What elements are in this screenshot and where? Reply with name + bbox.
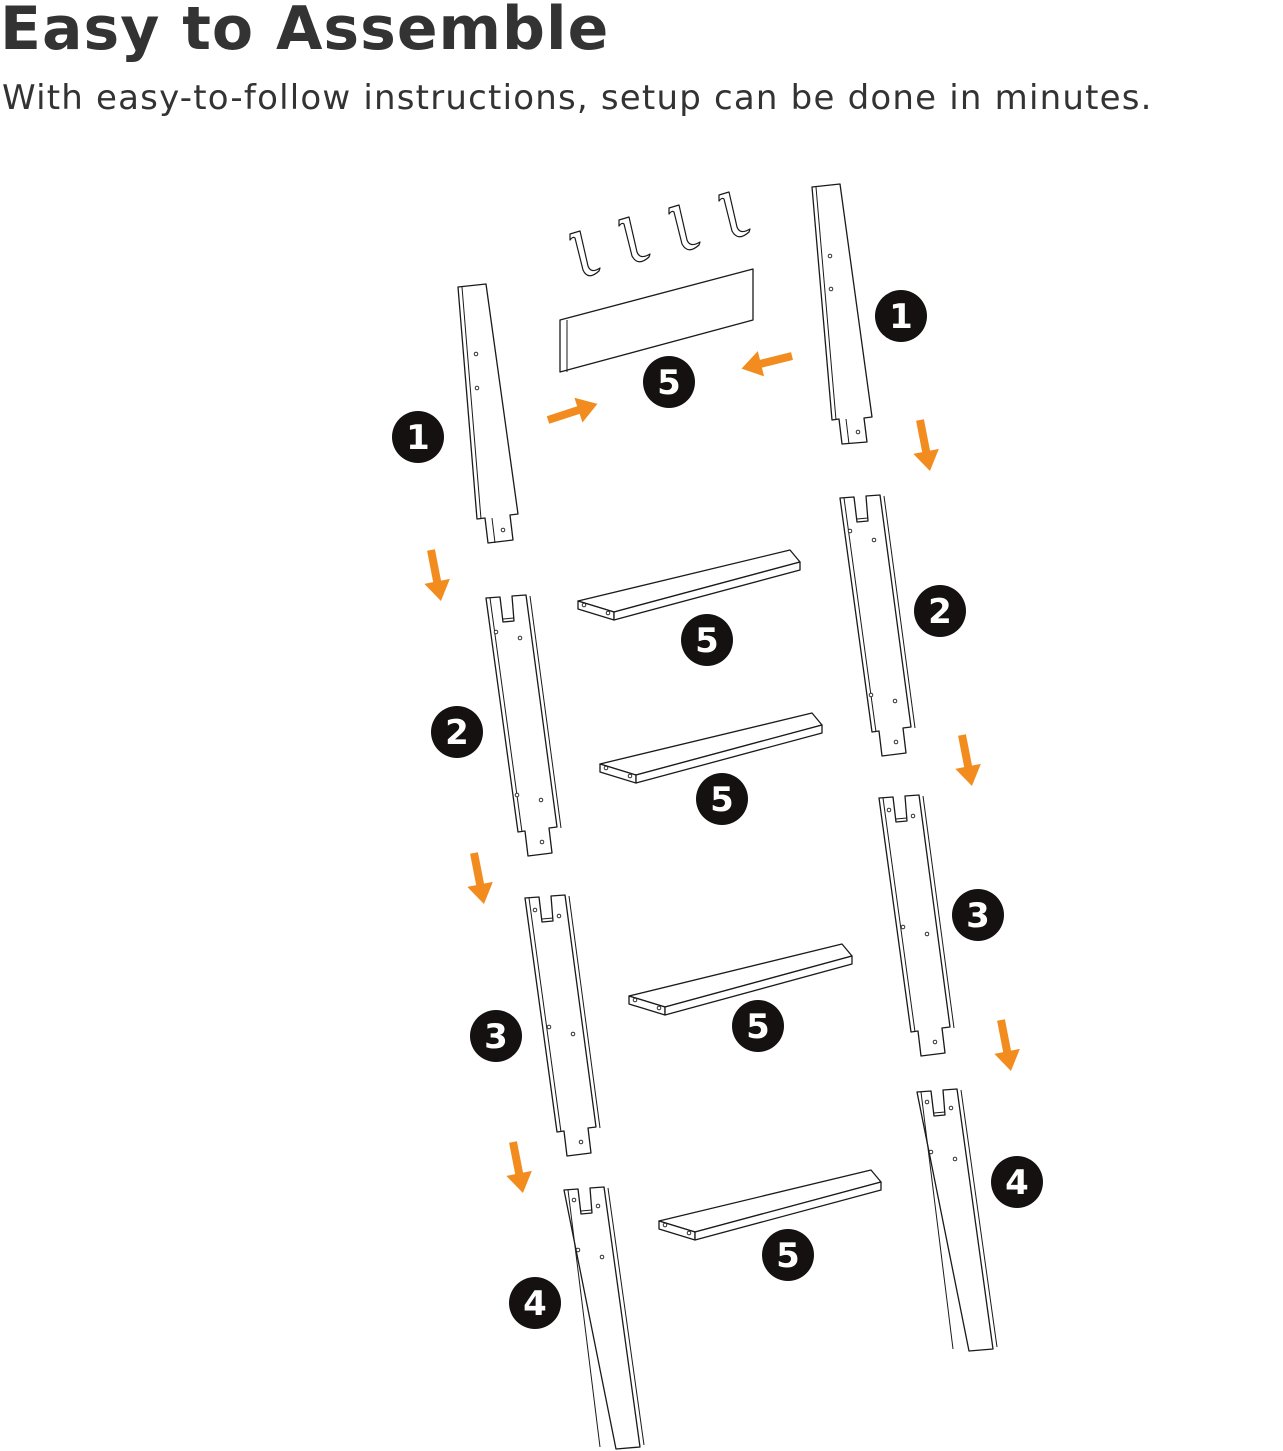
hook-icon	[668, 204, 701, 251]
badge-shelf-4: 5	[762, 1229, 814, 1281]
badge-number: 3	[966, 896, 990, 936]
badge-number: 5	[657, 363, 681, 403]
badge-shelf-2: 5	[696, 773, 748, 825]
shelf	[599, 712, 823, 784]
badge-number: 5	[695, 621, 719, 661]
arrow-down-icon	[500, 1139, 536, 1196]
left-leg-2	[485, 594, 562, 857]
badge-number: 5	[746, 1007, 770, 1047]
shelf	[628, 943, 853, 1016]
badge-left-leg-3: 3	[470, 1010, 522, 1062]
right-leg-3	[878, 794, 955, 1057]
arrow-down-icon	[988, 1017, 1024, 1074]
hook-icon	[569, 230, 601, 277]
arrow-right-icon	[543, 391, 602, 433]
badge-shelf-1: 5	[681, 614, 733, 666]
badge-number: 2	[928, 592, 952, 632]
right-leg-4	[916, 1088, 998, 1352]
badge-number: 5	[710, 780, 734, 820]
badge-number: 3	[484, 1017, 508, 1057]
badge-top-board: 5	[643, 356, 695, 408]
badge-number: 1	[406, 418, 430, 458]
badge-left-leg-2: 2	[431, 706, 483, 758]
badge-number: 2	[445, 713, 469, 753]
left-leg-3	[524, 894, 601, 1157]
badge-left-leg-1: 1	[392, 411, 444, 463]
left-leg-4	[563, 1186, 645, 1450]
badge-number: 4	[523, 1284, 547, 1324]
shelf	[658, 1169, 882, 1241]
left-leg-1	[457, 283, 519, 544]
arrow-down-icon	[418, 547, 454, 604]
arrow-down-icon	[949, 732, 985, 789]
badge-number: 5	[776, 1236, 800, 1276]
right-leg-2	[839, 494, 916, 757]
badge-right-leg-1: 1	[875, 290, 927, 342]
arrow-down-icon	[907, 417, 943, 474]
top-board	[559, 268, 754, 373]
badge-number: 4	[1005, 1163, 1029, 1203]
badge-number: 1	[889, 297, 913, 337]
hook-icon	[718, 191, 751, 238]
badge-right-leg-3: 3	[952, 889, 1004, 941]
badge-left-leg-4: 4	[509, 1277, 561, 1329]
right-leg-1	[811, 183, 873, 445]
shelf	[577, 549, 801, 621]
hook-icon	[618, 216, 651, 263]
arrow-down-icon	[461, 850, 497, 907]
page-title: Easy to Assemble	[0, 0, 610, 64]
arrow-left-icon	[738, 343, 796, 382]
hooks	[569, 191, 751, 277]
badge-right-leg-4: 4	[991, 1156, 1043, 1208]
page-subtitle: With easy-to-follow instructions, setup …	[2, 78, 1153, 118]
badge-shelf-3: 5	[732, 1000, 784, 1052]
badge-right-leg-2: 2	[914, 585, 966, 637]
